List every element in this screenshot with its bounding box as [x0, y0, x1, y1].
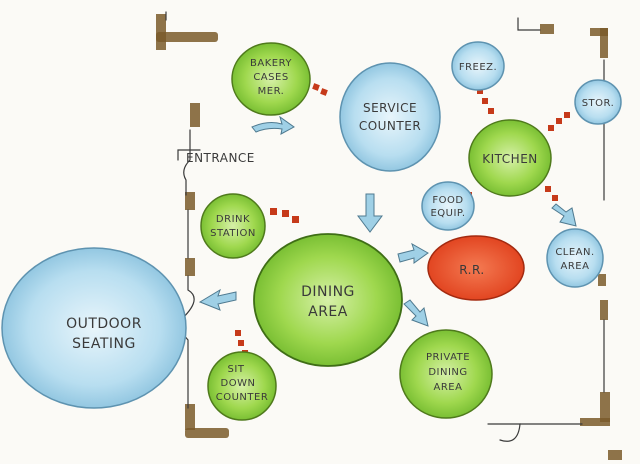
freezer-label: FREEZ. [459, 62, 497, 73]
bubble-drink-station: DRINK STATION [200, 193, 266, 259]
bakery-label-2: CASES [253, 72, 288, 83]
private-label-1: PRIVATE [426, 352, 470, 363]
dining-to-outdoor-arrow-icon [198, 288, 237, 311]
dining-to-private-arrow-icon [403, 299, 429, 327]
bubble-kitchen: KITCHEN [468, 119, 552, 197]
bubble-service-counter: SERVICE COUNTER [339, 62, 441, 172]
drink-label-2: STATION [210, 228, 256, 239]
bubble-clean-area: CLEAN. AREA [546, 228, 604, 288]
dining-label-2: AREA [308, 304, 348, 320]
kitchen-label: KITCHEN [482, 152, 538, 166]
bubble-bakery: BAKERY CASES MER. [231, 42, 311, 116]
kitchen-to-clean-arrow-icon [551, 203, 577, 227]
dining-to-rr-arrow-icon [397, 242, 429, 264]
private-label-2: DINING [428, 367, 467, 378]
bubble-food-equip: FOOD EQUIP. [421, 181, 475, 231]
bakery-label-3: MER. [258, 86, 285, 97]
rr-label: R.R. [459, 263, 484, 277]
bubble-restroom: R.R. [427, 235, 525, 301]
sitdown-label-2: DOWN [221, 378, 256, 389]
clean-label-1: CLEAN. [555, 247, 594, 258]
service-to-dining-arrow-icon [357, 193, 383, 233]
sitdown-label-1: SIT [228, 364, 245, 375]
bubble-outdoor-seating: OUTDOOR SEATING [1, 247, 187, 409]
storage-label: STOR. [582, 98, 615, 109]
service-label-2: COUNTER [359, 119, 421, 133]
service-label-1: SERVICE [363, 101, 417, 115]
entrance-label: ENTRANCE [186, 151, 255, 165]
food-equip-label-1: FOOD [432, 195, 463, 206]
dining-label-1: DINING [301, 284, 355, 300]
outdoor-label-2: SEATING [72, 336, 136, 352]
bubble-private-dining: PRIVATE DINING AREA [399, 329, 493, 419]
entrance-arrow-icon [251, 115, 295, 135]
food-equip-label-2: EQUIP. [430, 208, 465, 219]
private-label-3: AREA [434, 382, 463, 393]
building-walls [156, 14, 622, 460]
bubble-sit-down-counter: SIT DOWN COUNTER [207, 351, 277, 421]
drink-label-1: DRINK [216, 214, 250, 225]
outdoor-label-1: OUTDOOR [66, 316, 142, 332]
bubble-freezer: FREEZ. [451, 41, 505, 91]
sitdown-label-3: COUNTER [216, 392, 269, 403]
bubble-dining-area: DINING AREA [253, 233, 403, 367]
bakery-label-1: BAKERY [250, 58, 292, 69]
flow-arrows [198, 115, 577, 327]
clean-label-2: AREA [561, 261, 590, 272]
bubble-storage: STOR. [574, 79, 622, 125]
